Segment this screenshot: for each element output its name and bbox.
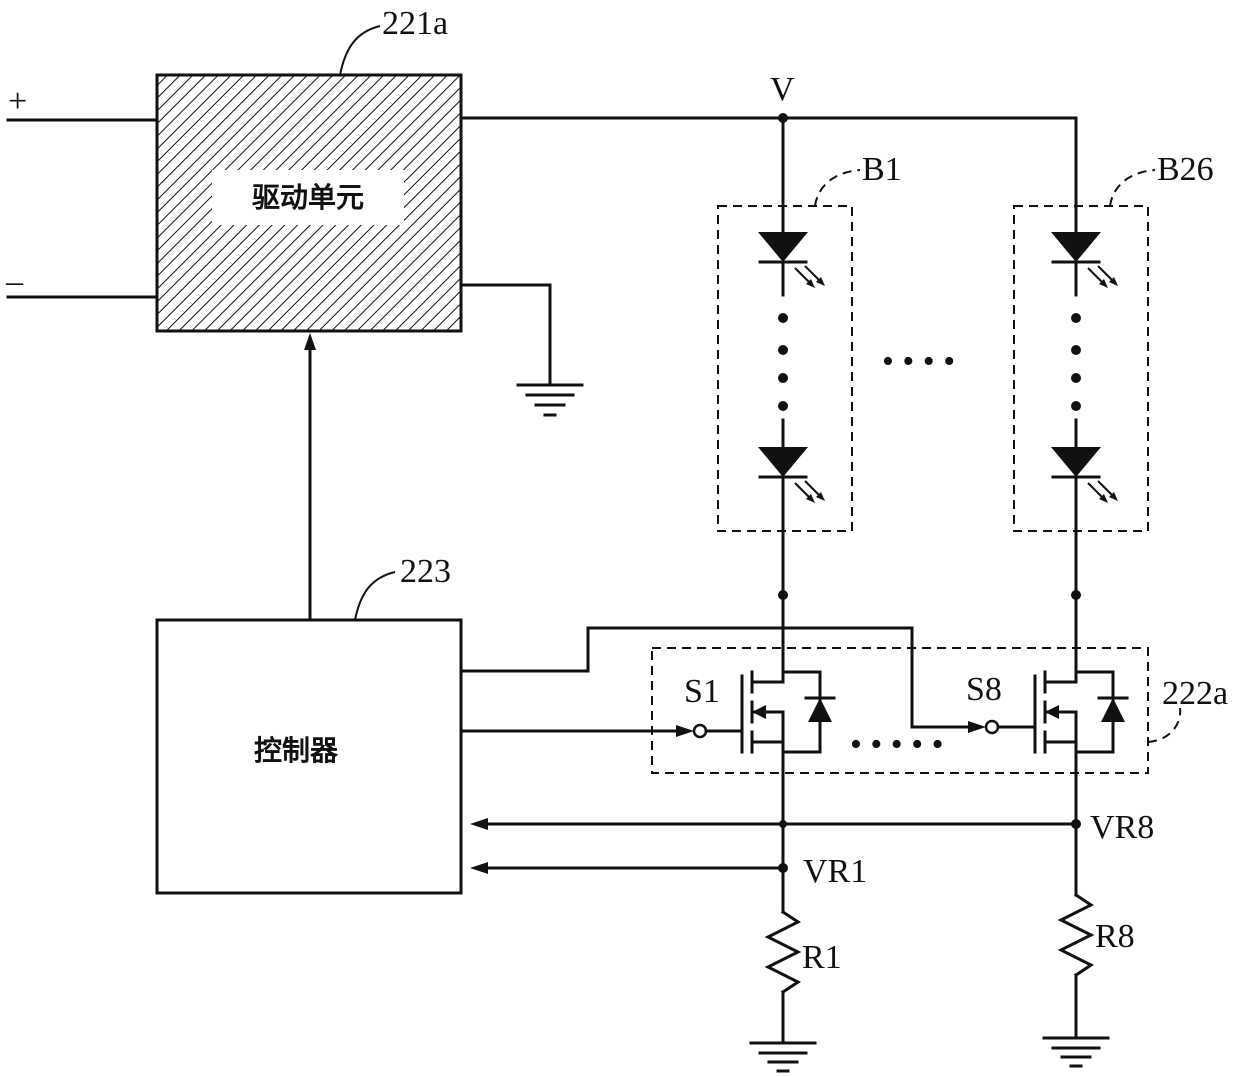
v-bus-wire xyxy=(461,118,1076,232)
switch-s8-label: S8 xyxy=(966,671,1002,708)
drive-ground-wire xyxy=(461,285,550,382)
controller-label: 控制器 xyxy=(254,734,339,767)
led-b26-dot-1 xyxy=(1071,313,1081,323)
b1-node-dot xyxy=(778,590,788,600)
switch-s1-label: S1 xyxy=(684,673,720,710)
resistor-r8-label: R8 xyxy=(1095,918,1135,955)
drive-ground-symbol xyxy=(518,385,582,415)
control-signal-arrow xyxy=(304,333,316,350)
led-string-b1-leader xyxy=(815,170,860,206)
vr1-node-dot xyxy=(778,863,788,873)
led-b1-bottom xyxy=(758,447,825,503)
b26-node-dot xyxy=(1071,590,1081,600)
led-b26-dot-2 xyxy=(1071,345,1081,355)
led-string-b26-label: B26 xyxy=(1157,151,1214,188)
gate-drive-s8-arrow xyxy=(968,721,986,733)
controller-leader xyxy=(355,572,395,620)
led-string-b26-leader xyxy=(1110,170,1155,206)
sense-vr1-label: VR1 xyxy=(803,853,867,890)
led-b26-dot-3 xyxy=(1071,373,1081,383)
resistor-r8 xyxy=(1061,895,1091,975)
resistor-r1-label: R1 xyxy=(802,939,842,976)
led-b26-dot-4 xyxy=(1071,401,1081,411)
switch-group-label: 222a xyxy=(1162,675,1228,712)
led-string-b1-label: B1 xyxy=(862,151,902,188)
drive-unit-leader xyxy=(340,26,380,75)
switch-group-leader xyxy=(1148,708,1180,742)
vr1-s1-junction-dot xyxy=(779,820,787,828)
switch-s1-gate-terminal xyxy=(694,725,706,737)
vr8-node-dot xyxy=(1071,819,1081,829)
v-label: V xyxy=(770,71,795,108)
r8-ground-symbol xyxy=(1044,1038,1108,1066)
mosfet-s1 xyxy=(742,672,834,760)
input-minus-label: – xyxy=(5,263,24,300)
gate-drive-s1-arrow xyxy=(676,725,694,737)
led-b26-bottom xyxy=(1051,447,1118,503)
controller: 控制器 xyxy=(157,620,461,893)
led-strings-ellipsis: • • • • xyxy=(882,343,955,380)
resistor-r1 xyxy=(768,912,798,992)
led-b1-dot-1 xyxy=(778,313,788,323)
r1-ground-symbol xyxy=(751,1043,815,1071)
controller-ref: 223 xyxy=(400,553,451,590)
drive-unit: 驱动单元 xyxy=(157,75,461,331)
sense-vr8-label: VR8 xyxy=(1090,809,1154,846)
switches-ellipsis: • • • • • xyxy=(850,726,944,763)
led-b1-dot-4 xyxy=(778,401,788,411)
mosfet-s8 xyxy=(1035,672,1127,760)
drive-unit-label: 驱动单元 xyxy=(252,181,364,214)
led-b1-dot-2 xyxy=(778,345,788,355)
led-b1-top xyxy=(758,232,825,288)
switch-s8-gate-terminal xyxy=(986,721,998,733)
led-b1-dot-3 xyxy=(778,373,788,383)
drive-unit-ref: 221a xyxy=(382,5,448,42)
sense-vr8-arrow xyxy=(470,818,488,830)
input-plus-label: + xyxy=(8,83,27,120)
led-b26-top xyxy=(1051,232,1118,288)
sense-vr1-arrow xyxy=(470,862,488,874)
